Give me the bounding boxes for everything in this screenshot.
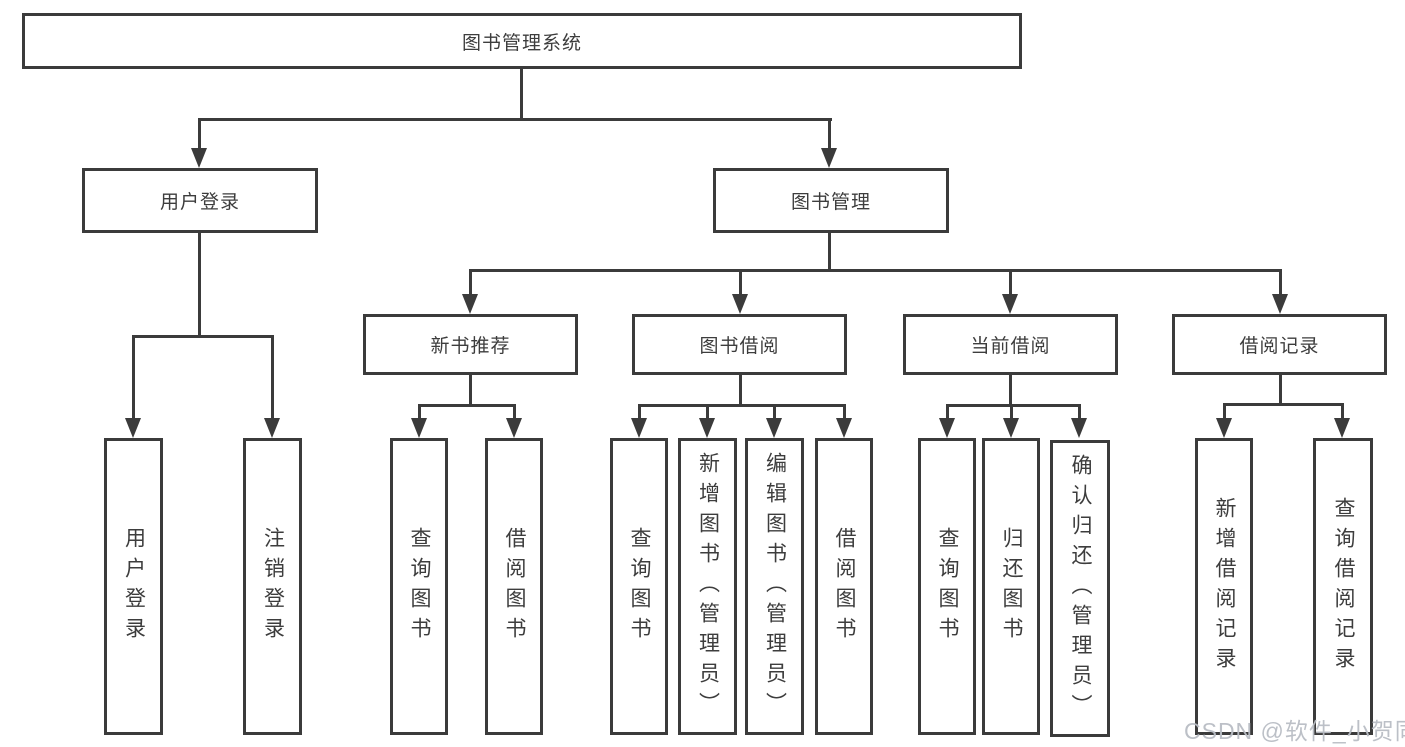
connector-line <box>271 335 274 420</box>
connector-line <box>1279 269 1282 296</box>
arrowhead-down-icon <box>462 294 478 314</box>
leaf-current-query-books: 查询图书 <box>918 438 976 735</box>
connector-line <box>773 404 776 420</box>
connector-line <box>843 404 846 420</box>
arrowhead-down-icon <box>411 418 427 438</box>
arrowhead-down-icon <box>821 148 837 168</box>
connector-line <box>1341 403 1344 420</box>
connector-line <box>1078 404 1081 420</box>
node-user-login: 用户登录 <box>82 168 318 233</box>
connector-line <box>828 118 831 150</box>
arrowhead-down-icon <box>732 294 748 314</box>
connector-line <box>1009 373 1012 407</box>
arrowhead-down-icon <box>264 418 280 438</box>
connector-line <box>198 118 201 150</box>
connector-line <box>469 269 1282 272</box>
leaf-borrowing-borrow-books: 借阅图书 <box>815 438 873 735</box>
connector-line <box>469 373 472 407</box>
node-borrowing-records: 借阅记录 <box>1172 314 1387 375</box>
connector-line <box>638 404 845 407</box>
arrowhead-down-icon <box>191 148 207 168</box>
leaf-logout-login: 注销登录 <box>243 438 302 735</box>
node-library-system: 图书管理系统 <box>22 13 1022 69</box>
connector-line <box>1009 269 1012 296</box>
connector-line <box>1223 403 1226 420</box>
arrowhead-down-icon <box>836 418 852 438</box>
connector-line <box>469 269 472 296</box>
arrowhead-down-icon <box>1216 418 1232 438</box>
arrowhead-down-icon <box>699 418 715 438</box>
watermark: CSDN @软件_小贺同学 <box>1184 718 1405 744</box>
arrowhead-down-icon <box>125 418 141 438</box>
leaf-records-add-borrow-record: 新增借阅记录 <box>1195 438 1253 735</box>
leaf-recommend-query-books: 查询图书 <box>390 438 448 735</box>
leaf-user-login: 用户登录 <box>104 438 163 735</box>
connector-line <box>946 404 1081 407</box>
arrowhead-down-icon <box>1002 294 1018 314</box>
connector-line <box>1279 373 1282 406</box>
connector-line <box>1223 403 1344 406</box>
connector-line <box>739 269 742 296</box>
connector-line <box>638 404 641 420</box>
connector-line <box>706 404 709 420</box>
connector-line <box>418 404 421 420</box>
node-current-borrowing: 当前借阅 <box>903 314 1118 375</box>
connector-line <box>132 335 135 420</box>
node-book-borrowing: 图书借阅 <box>632 314 847 375</box>
leaf-borrowing-edit-books-admin: 编辑图书（管理员） <box>745 438 804 735</box>
connector-line <box>1010 404 1013 420</box>
connector-line <box>828 231 831 272</box>
connector-line <box>198 118 832 121</box>
connector-line <box>132 335 274 338</box>
leaf-records-query-borrow-record: 查询借阅记录 <box>1313 438 1373 735</box>
connector-line <box>739 373 742 407</box>
leaf-recommend-borrow-books: 借阅图书 <box>485 438 543 735</box>
arrowhead-down-icon <box>506 418 522 438</box>
leaf-borrowing-query-books: 查询图书 <box>610 438 668 735</box>
leaf-current-confirm-return-admin: 确认归还（管理员） <box>1050 440 1110 737</box>
leaf-borrowing-add-books-admin: 新增图书（管理员） <box>678 438 737 735</box>
leaf-current-return-books: 归还图书 <box>982 438 1040 735</box>
node-new-book-recommend: 新书推荐 <box>363 314 578 375</box>
arrowhead-down-icon <box>766 418 782 438</box>
connector-line <box>198 231 201 338</box>
arrowhead-down-icon <box>1334 418 1350 438</box>
connector-line <box>418 404 516 407</box>
arrowhead-down-icon <box>631 418 647 438</box>
node-book-management: 图书管理 <box>713 168 949 233</box>
connector-line <box>513 404 516 420</box>
arrowhead-down-icon <box>939 418 955 438</box>
arrowhead-down-icon <box>1003 418 1019 438</box>
arrowhead-down-icon <box>1272 294 1288 314</box>
connector-line <box>946 404 949 420</box>
connector-line <box>520 69 523 118</box>
arrowhead-down-icon <box>1071 418 1087 438</box>
